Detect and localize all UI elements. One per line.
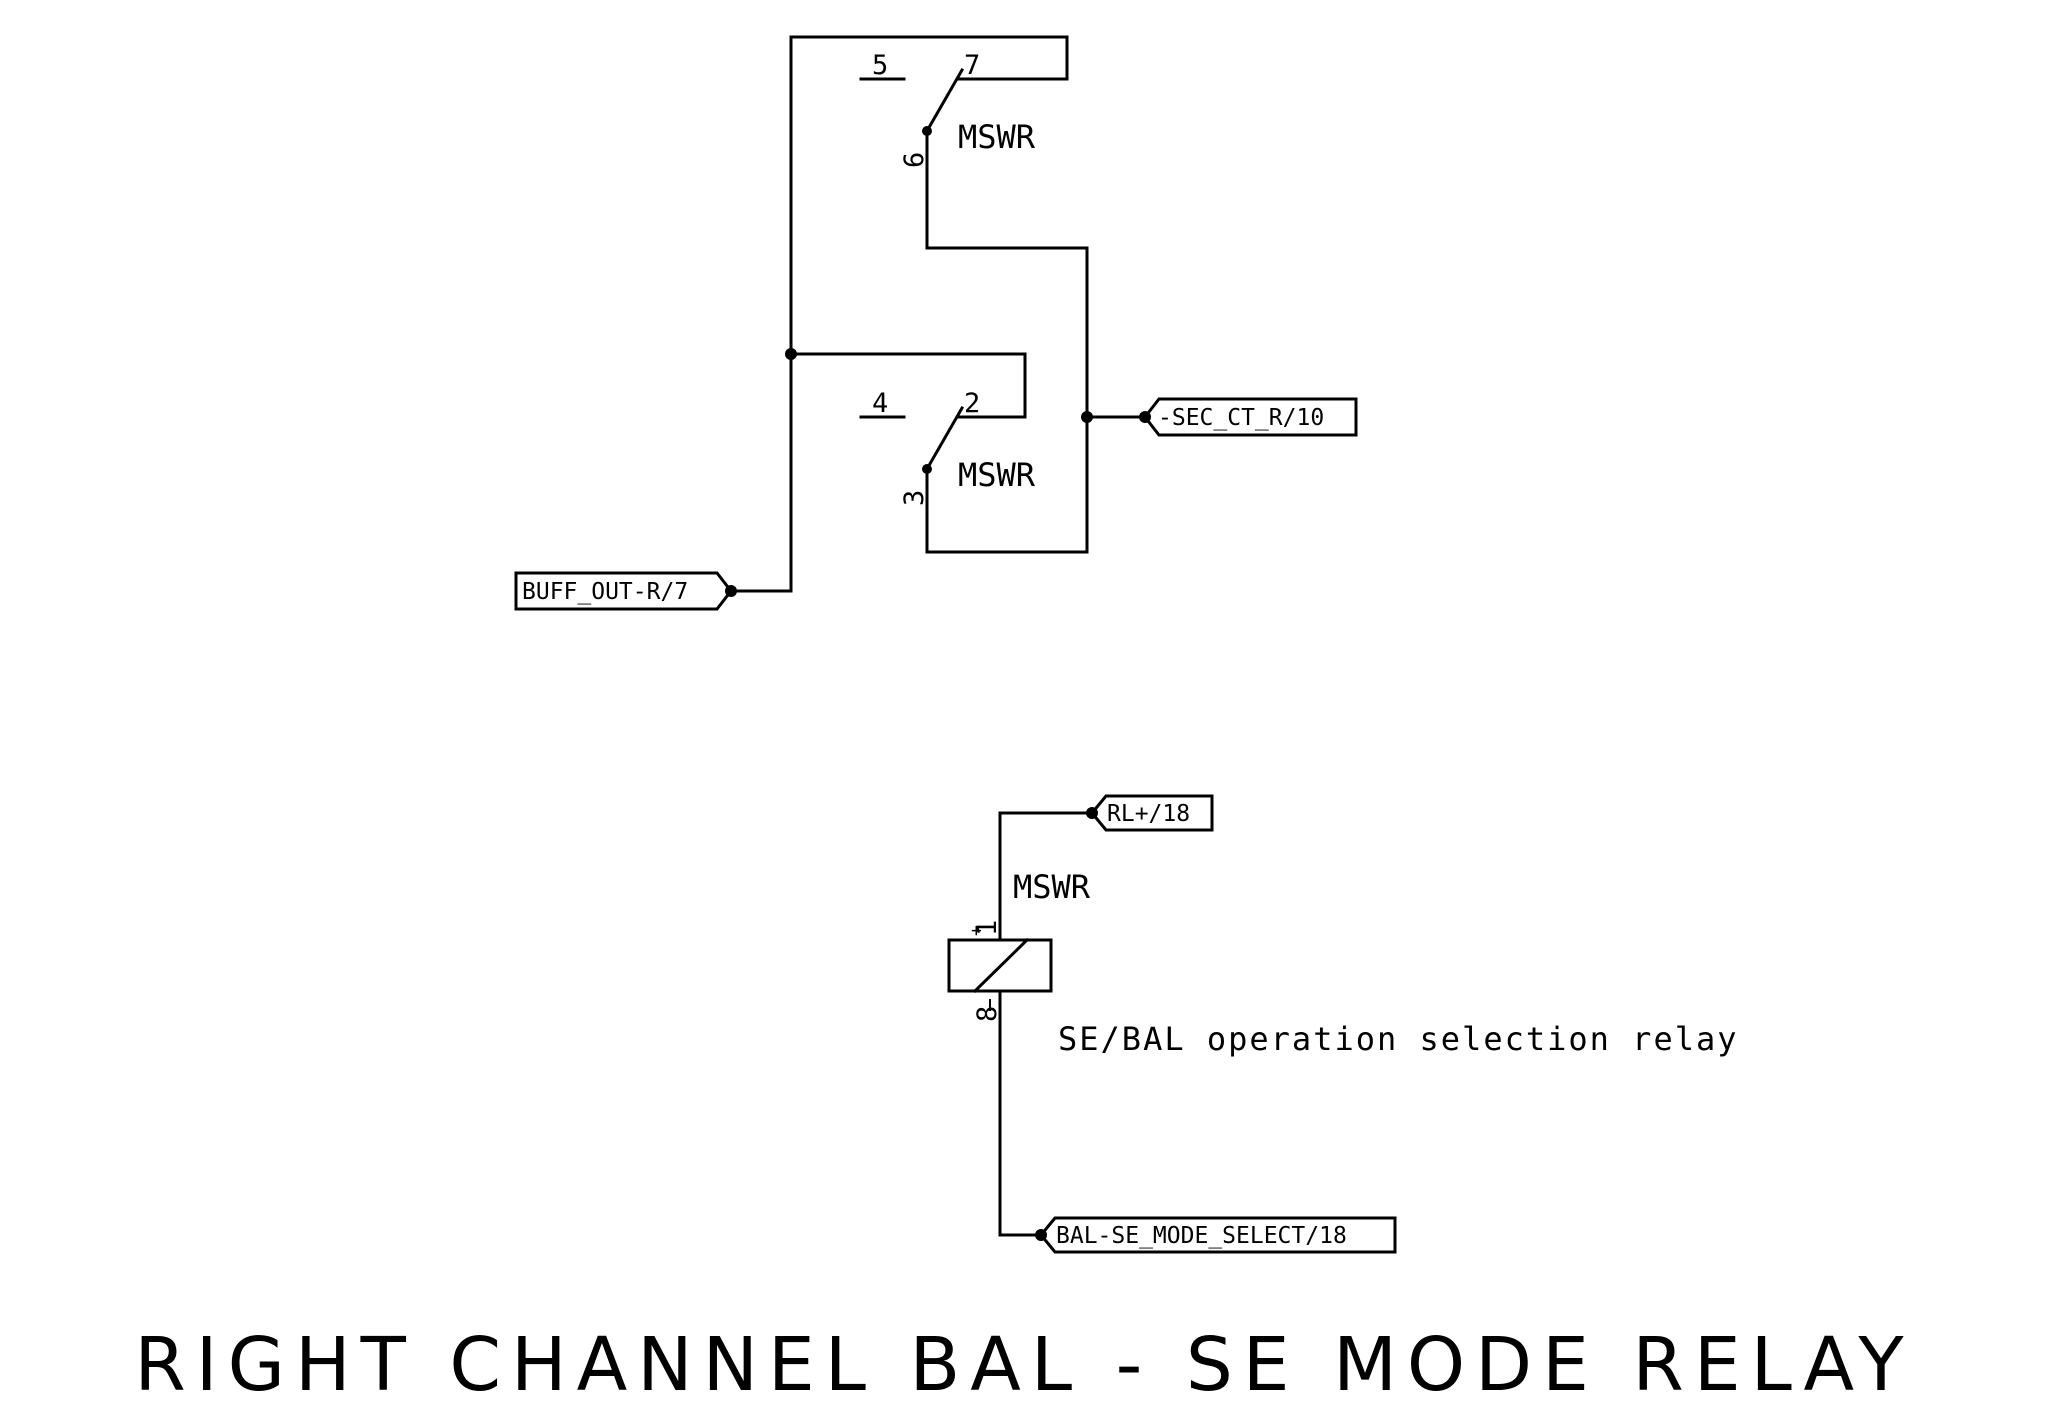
schematic-title: RIGHT CHANNEL BAL - SE MODE RELAY [134, 1322, 1913, 1408]
switch-blade-lower [924, 405, 965, 472]
net-flag-buff-out[interactable]: BUFF_OUT-R/7 [514, 571, 737, 611]
pin-label-6: 6 [899, 152, 930, 168]
junction-left [785, 348, 797, 360]
wire-loop-mid [789, 352, 1027, 419]
wire-common-lower [925, 415, 1089, 554]
coil-body [947, 938, 1053, 993]
wire-common-upper [925, 129, 1089, 419]
net-label-buff-out: BUFF_OUT-R/7 [522, 579, 688, 605]
pin-label-1: 1 [972, 920, 1003, 936]
relay-note: SE/BAL operation selection relay [1058, 1020, 1739, 1058]
contact-upper: 5 7 6 MSWR [789, 35, 1089, 419]
coil-plus-mark: + [966, 925, 987, 936]
net-flag-sec-ct[interactable]: -SEC_CT_R/10 [1139, 397, 1358, 437]
coil-slash [972, 937, 1030, 994]
pin-label-5: 5 [872, 50, 888, 81]
flag-outline-sec-ct [1143, 397, 1358, 437]
pin-label-8: 8 [972, 1006, 1003, 1022]
net-flag-mode-select[interactable]: BAL-SE_MODE_SELECT/18 [1035, 1216, 1397, 1254]
net-label-sec-ct: -SEC_CT_R/10 [1158, 405, 1324, 431]
wire-coil-minus [998, 989, 1043, 1237]
pin-label-7: 7 [964, 50, 980, 81]
flag-outline-rl-plus [1090, 794, 1214, 832]
pin-label-3: 3 [899, 490, 930, 506]
wire-buff-out [729, 352, 793, 593]
pin-label-2: 2 [964, 388, 980, 419]
net-flag-rl-plus[interactable]: RL+/18 [1086, 794, 1214, 832]
relay-ref-upper: MSWR [958, 118, 1036, 156]
flag-pin-sec-ct [1139, 411, 1151, 423]
net-label-mode-select: BAL-SE_MODE_SELECT/18 [1056, 1223, 1347, 1249]
pin-label-4: 4 [872, 388, 888, 419]
flag-pin-rl-plus [1086, 807, 1098, 819]
switch-blade-upper [924, 67, 965, 134]
flag-pin-mode-select [1035, 1229, 1047, 1241]
relay-ref-coil: MSWR [1013, 868, 1091, 906]
wire-loop-top [789, 35, 1069, 356]
flag-pin-buff-out [725, 585, 737, 597]
signal-nets: BUFF_OUT-R/7 -SEC_CT_R/10 [514, 348, 1358, 611]
flag-outline-mode-select [1039, 1216, 1397, 1254]
relay-coil: MSWR 1 + 8 RL+/18 BAL-SE_MODE_SELECT/18 [947, 794, 1397, 1254]
junction-right [1081, 411, 1093, 423]
contact-lower: 4 2 3 MSWR [789, 352, 1089, 554]
relay-ref-lower: MSWR [958, 456, 1036, 494]
wire-coil-plus [998, 811, 1094, 942]
flag-outline-buff-out [514, 571, 733, 611]
net-label-rl-plus: RL+/18 [1107, 801, 1190, 827]
